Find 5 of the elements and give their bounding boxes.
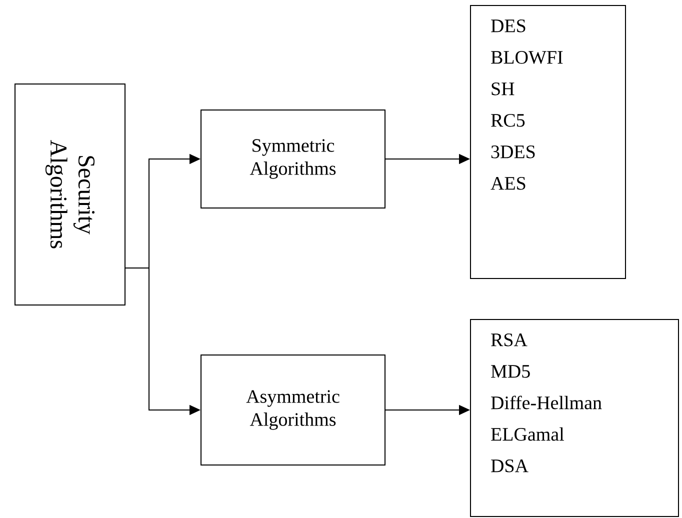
list-box: RSA MD5 Diffe-Hellman ELGamal DSA: [470, 319, 679, 517]
category-box: Security Algorithms: [14, 84, 126, 306]
process-box: Symmetric Algorithms: [200, 110, 386, 208]
list-box: DES BLOWFI SH RC5 3DES AES: [470, 5, 626, 279]
process-box: Asymmetric Algorithms: [200, 354, 386, 466]
